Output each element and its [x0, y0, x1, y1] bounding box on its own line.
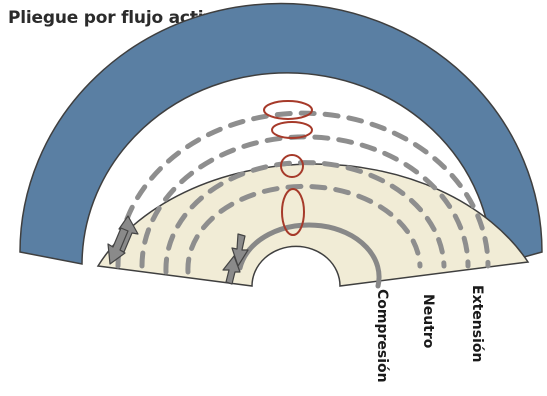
arrow-down	[107, 227, 129, 265]
dashed-arc-1	[115, 110, 491, 269]
label-extension: Extensión	[469, 285, 485, 363]
label-compression: Compresión	[374, 289, 390, 383]
arrow-up-converging	[222, 255, 241, 285]
diagram-title: Pliegue por flujo activo	[8, 8, 226, 28]
label-neutral: Neutro	[420, 294, 436, 349]
dashed-arc-3	[163, 160, 447, 275]
outer-layer	[19, 2, 543, 267]
arrow-down-converging	[231, 233, 249, 267]
strain-ellipse-4	[281, 188, 305, 236]
strain-ellipse-2	[271, 121, 313, 139]
arrow-pair-inner	[222, 233, 249, 285]
dashed-arc-4	[185, 183, 423, 275]
arrow-pair-outer	[107, 215, 139, 265]
strain-ellipse-3	[280, 154, 304, 178]
solid-arc	[237, 222, 382, 289]
strain-ellipse-1	[263, 100, 313, 120]
